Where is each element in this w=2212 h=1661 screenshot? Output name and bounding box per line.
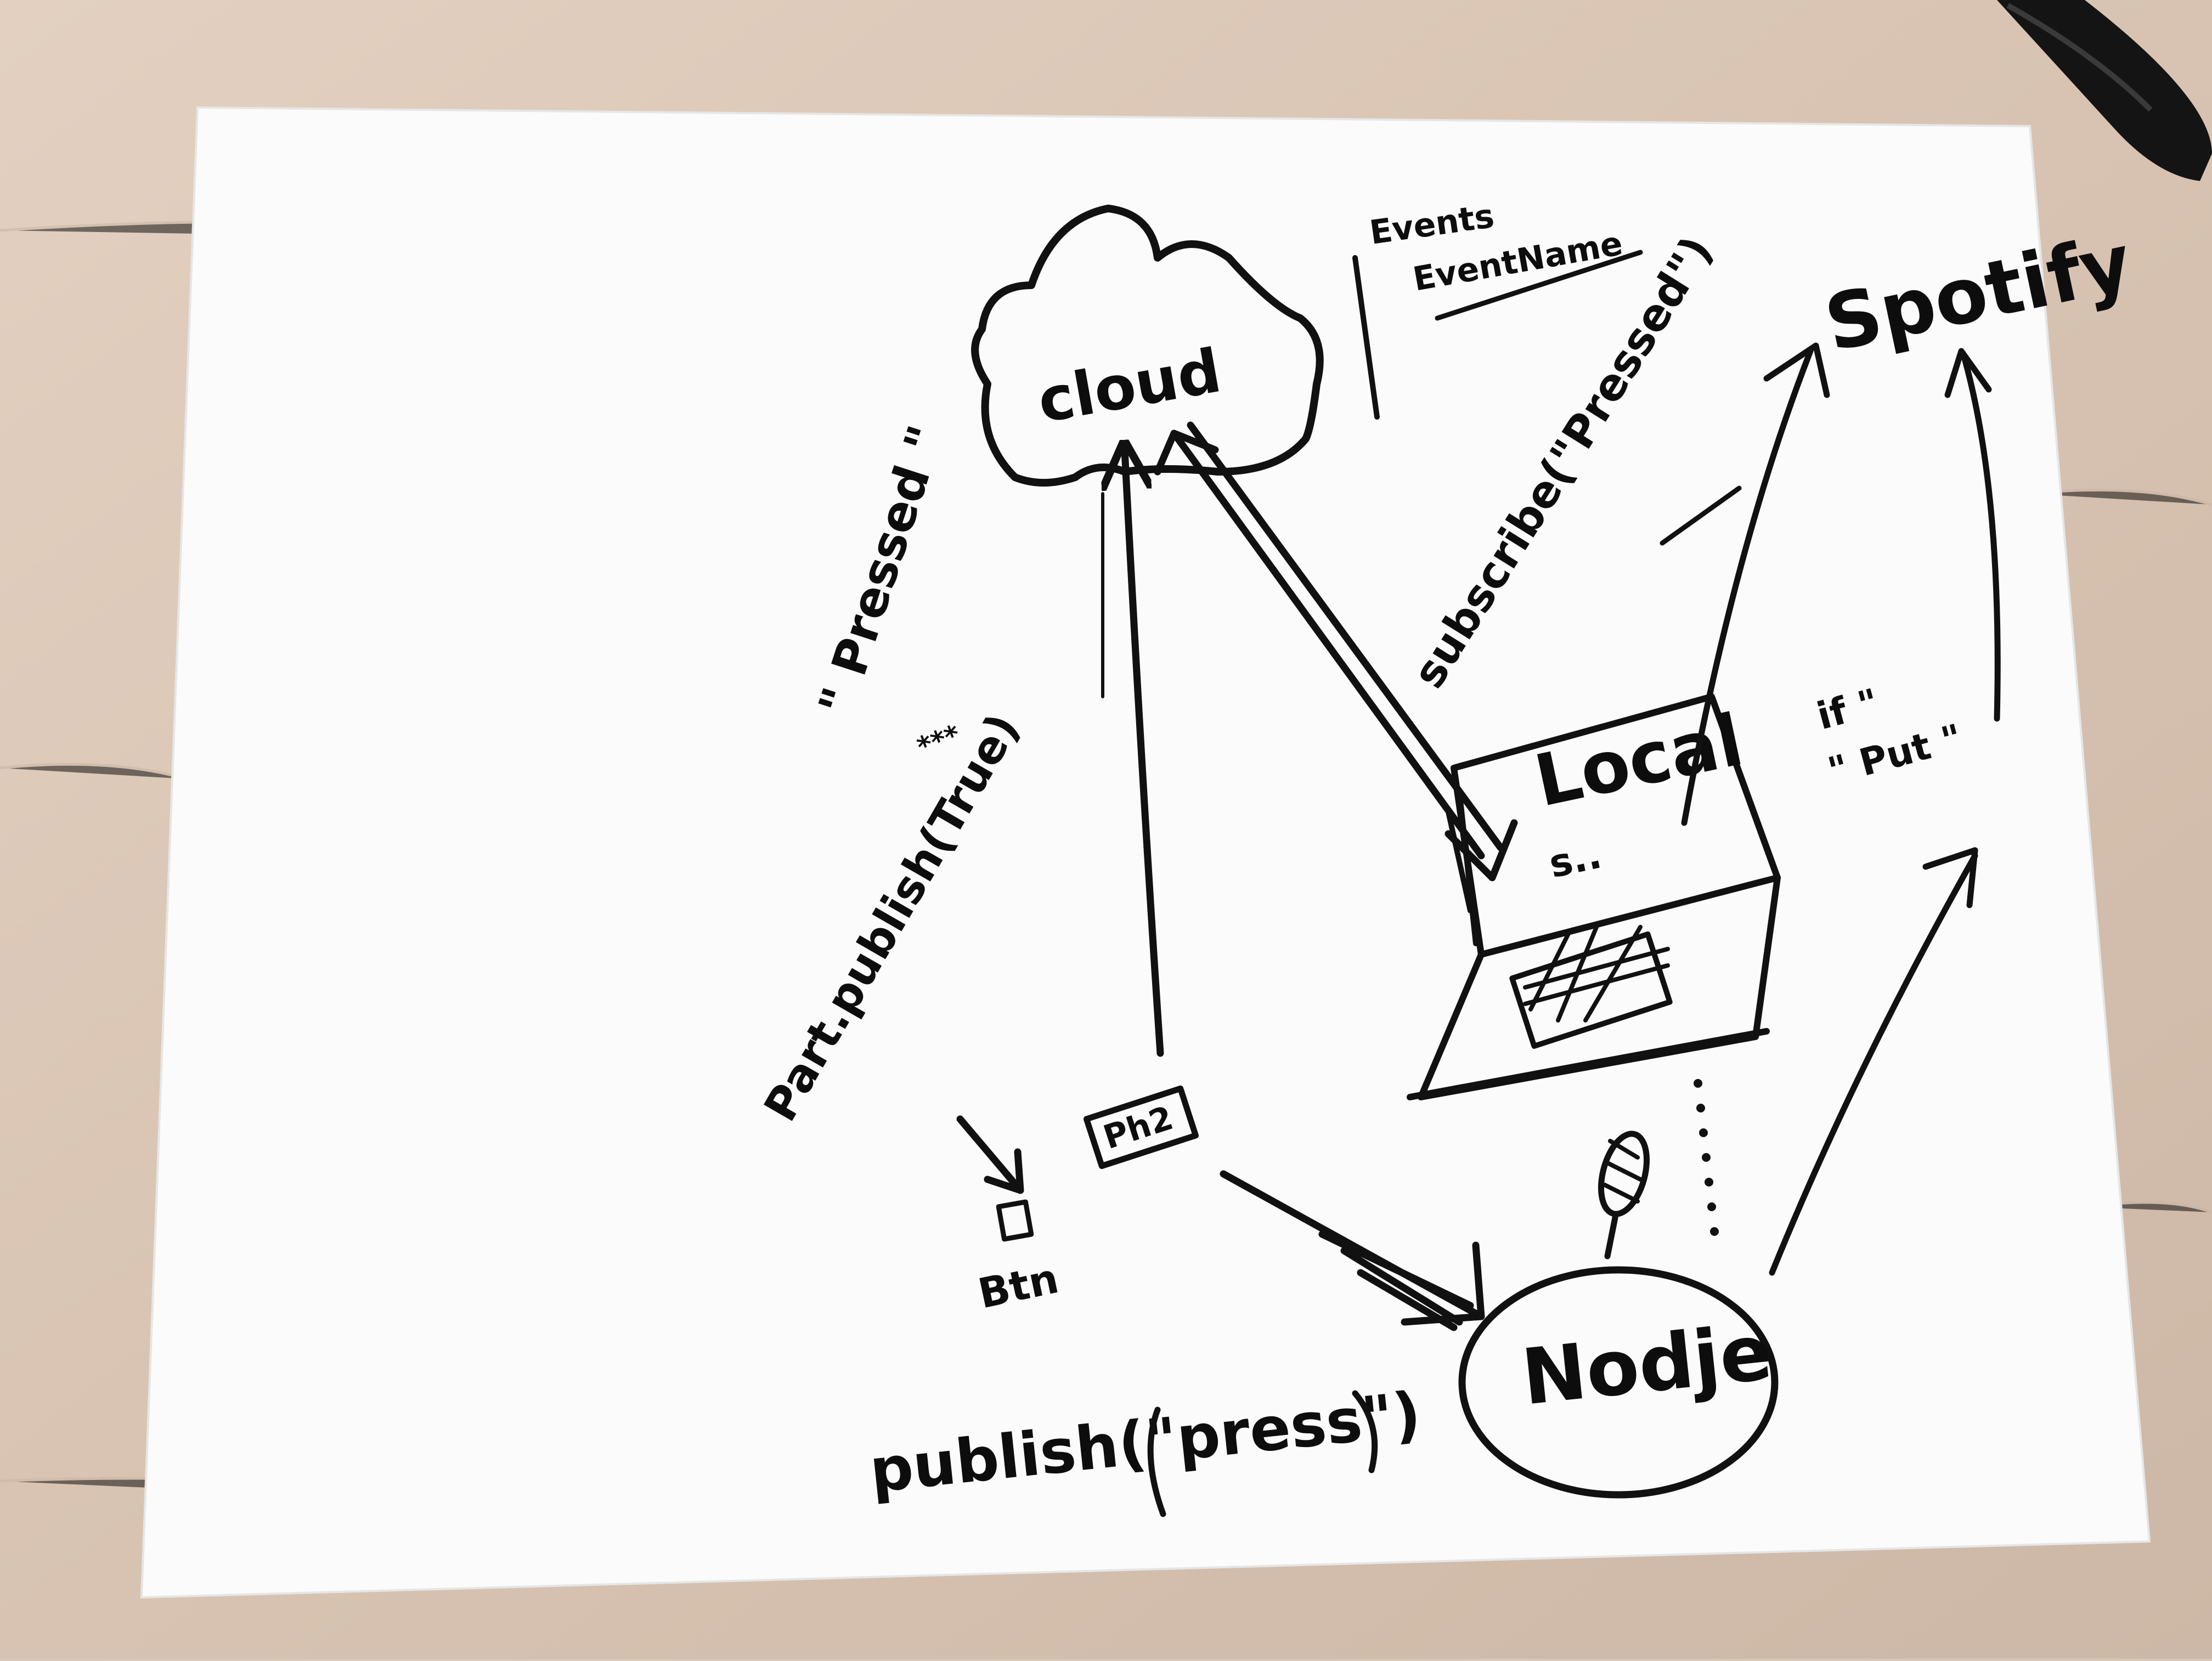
dotted-connector (1694, 1079, 1719, 1236)
arrow-cloud-to-local-1 (1170, 430, 1485, 860)
arrowhead-put (1944, 348, 1992, 398)
subscribe-underline (1660, 485, 1742, 546)
arrow-scribble (1446, 787, 1479, 946)
events-divider (1352, 255, 1380, 420)
publish-bracket-left (1147, 1406, 1166, 1517)
arrowhead-nodje-up (1922, 847, 1978, 908)
lightbulb-icon (1598, 1131, 1650, 1259)
nodje-circle (1458, 1266, 1779, 1499)
arrow-local-to-spotify (1681, 348, 1814, 826)
arrowhead-spotify (1763, 342, 1830, 398)
button-arrow (956, 1115, 1024, 1194)
local-sublabel: s.. (1545, 832, 1605, 887)
laptop-edge (1407, 1028, 1770, 1100)
arrow-ph2-to-cloud (1125, 450, 1164, 1057)
pen-icon (1997, 0, 2212, 181)
arrow-cloud-to-local-2 (1187, 421, 1504, 851)
publish-bracket-right (1352, 1390, 1378, 1473)
arrow-put-to-spotify (1961, 353, 2001, 722)
keyboard-icon (1509, 925, 1673, 1049)
ph2-box (1083, 1085, 1199, 1170)
ph2-device: Ph2 (1083, 1085, 1199, 1170)
button-icon (996, 1199, 1034, 1242)
arrowhead-cloud (1154, 430, 1219, 476)
eventname-underline (1435, 250, 1643, 321)
arrowhead-nodje (1401, 1241, 1485, 1326)
arrow-nodje-up (1769, 852, 1978, 1276)
